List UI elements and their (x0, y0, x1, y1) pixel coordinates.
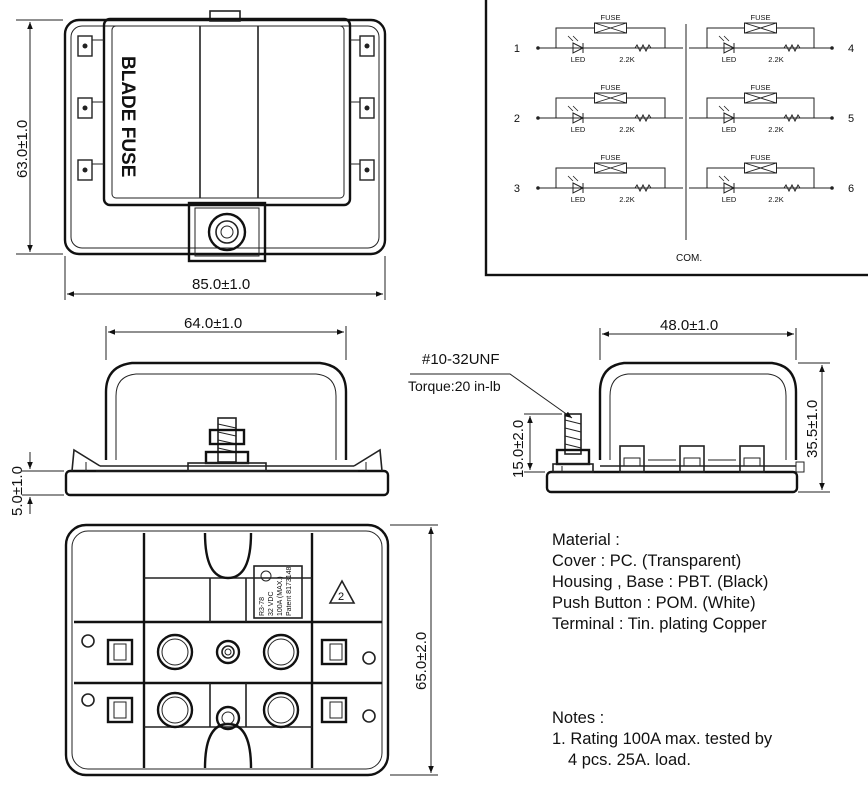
blade-fuse-label: BLADE FUSE (117, 56, 138, 177)
material-spec: Material : Cover : PC. (Transparent) Hou… (552, 530, 768, 635)
fuse-symbol (744, 162, 777, 174)
material-housing: Housing , Base : PBT. (Black) (552, 573, 769, 591)
led-symbol (567, 105, 584, 124)
circuit-number: 6 (848, 183, 854, 195)
terminal-dot (536, 186, 540, 190)
resistor-label: 2.2K (768, 195, 783, 204)
top-height-dim: 63.0±1.0 (14, 120, 31, 178)
fuse-label: FUSE (600, 83, 620, 92)
resistor-label: 2.2K (768, 55, 783, 64)
terminal-dot (536, 46, 540, 50)
terminal-dot (830, 186, 834, 190)
label-plate-line: 100A (MAX.) (277, 576, 284, 616)
fuse-label: FUSE (750, 153, 770, 162)
fuse-symbol (744, 22, 777, 34)
bottom-height-dim: 65.0±2.0 (413, 632, 430, 690)
side-width-dim: 48.0±1.0 (660, 317, 718, 334)
material-cover: Cover : PC. (Transparent) (552, 552, 742, 570)
fuse-symbol (594, 22, 627, 34)
circuit-number: 1 (514, 43, 520, 55)
circuit-number: 3 (514, 183, 520, 195)
top-view: BLADE FUSE (63, 10, 387, 263)
led-label: LED (722, 125, 737, 134)
side-view (545, 361, 805, 494)
resistor-label: 2.2K (619, 195, 634, 204)
side-height-dim: 35.5±1.0 (804, 400, 821, 458)
terminal-dot (536, 116, 540, 120)
led-symbol (567, 175, 584, 194)
led-label: LED (571, 125, 586, 134)
top-view-dimensions: 63.0±1.0 85.0±1.0 (14, 19, 386, 300)
led-label: LED (571, 195, 586, 204)
bottom-view-dimensions: 65.0±2.0 (390, 524, 438, 776)
front-width-dim: 64.0±1.0 (184, 315, 242, 332)
material-button: Push Button : POM. (White) (552, 594, 756, 612)
resistor-label: 2.2K (619, 125, 634, 134)
common-label: COM. (676, 253, 702, 264)
led-label: LED (722, 55, 737, 64)
side-view-dimensions: 48.0±1.0 35.5±1.0 15.0±2.0 #10-32UNF Tor… (408, 317, 830, 493)
led-symbol (718, 175, 735, 194)
fuse-label: FUSE (600, 153, 620, 162)
resistor-label: 2.2K (619, 55, 634, 64)
thread-label: #10-32UNF (422, 351, 500, 368)
led-label: LED (722, 195, 737, 204)
circuit-number: 4 (848, 43, 854, 55)
notes-heading: Notes : (552, 709, 605, 727)
label-plate-line: R3-78 (259, 597, 266, 616)
resistor-label: 2.2K (768, 125, 783, 134)
material-terminal: Terminal : Tin. plating Copper (552, 615, 767, 633)
front-view-dimensions: 64.0±1.0 5.0±1.0 (9, 315, 347, 516)
circuit-number: 5 (848, 113, 854, 125)
terminal-dot (830, 46, 834, 50)
note-line-1: 1. Rating 100A max. tested by (552, 730, 773, 748)
material-heading: Material : (552, 531, 620, 549)
led-label: LED (571, 55, 586, 64)
notes: Notes : 1. Rating 100A max. tested by 4 … (552, 708, 772, 771)
terminal-dot (830, 116, 834, 120)
base-height-dim: 5.0±1.0 (9, 466, 26, 516)
stud-length-dim: 15.0±2.0 (510, 420, 527, 478)
fuse-label: FUSE (750, 83, 770, 92)
fuse-label: FUSE (750, 13, 770, 22)
warning-number: 2 (338, 591, 344, 603)
top-width-dim: 85.0±1.0 (192, 276, 250, 293)
fuse-symbol (594, 92, 627, 104)
led-symbol (567, 35, 584, 54)
fuse-symbol (594, 162, 627, 174)
fuse-symbol (744, 92, 777, 104)
front-view (64, 361, 390, 497)
led-symbol (718, 35, 735, 54)
fuse-label: FUSE (600, 13, 620, 22)
note-line-2: 4 pcs. 25A. load. (568, 751, 691, 769)
torque-label: Torque:20 in-lb (408, 378, 501, 394)
label-plate-line: 32 VDC (268, 591, 275, 616)
label-plate-line: Patent 8173148 (286, 566, 293, 616)
circuit-number: 2 (514, 113, 520, 125)
led-symbol (718, 105, 735, 124)
